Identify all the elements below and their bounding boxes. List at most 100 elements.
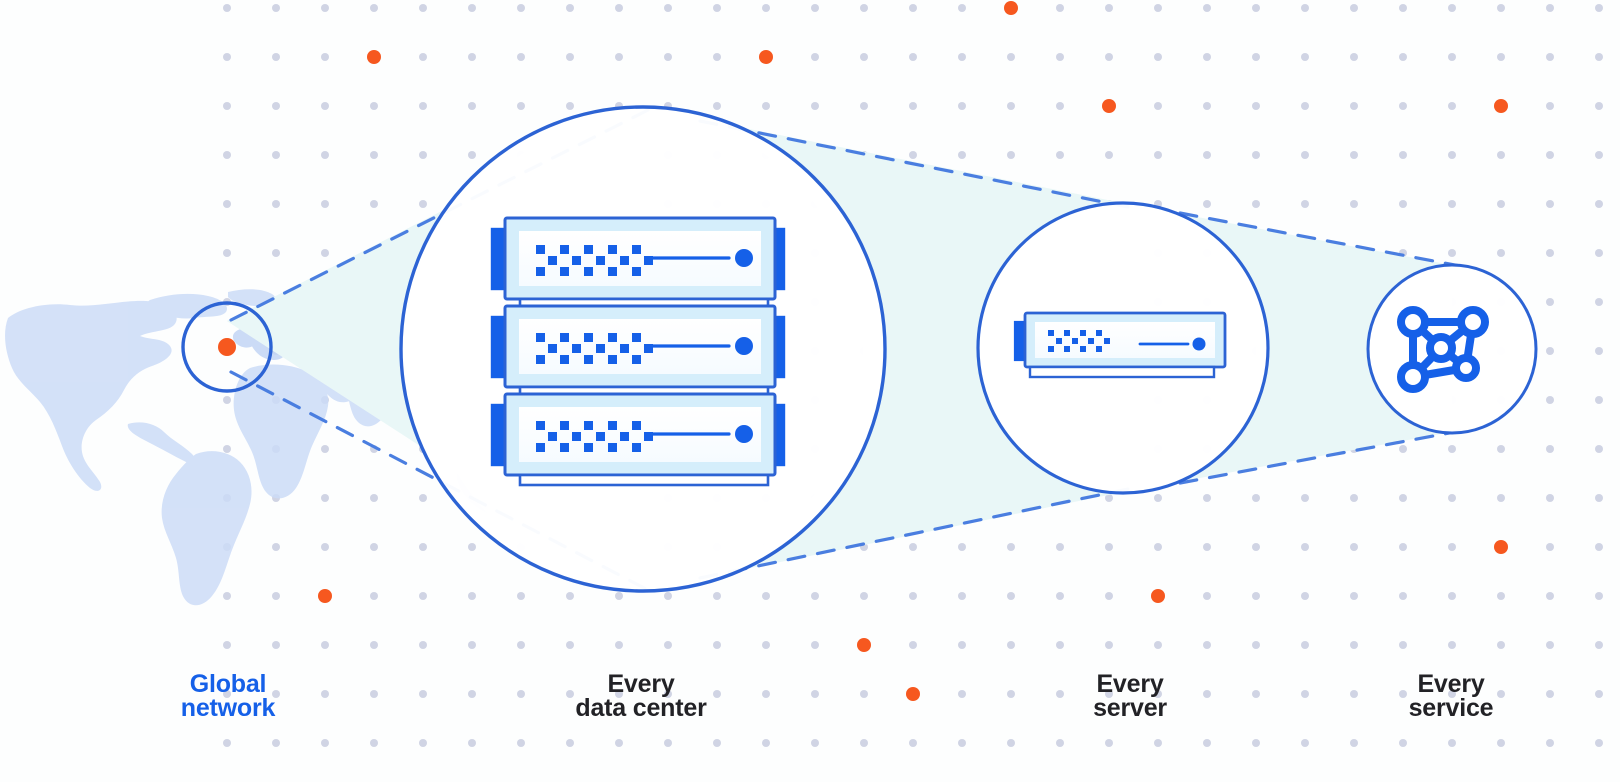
grid-dot	[566, 4, 574, 12]
grid-dot	[223, 53, 231, 61]
grid-dot	[370, 739, 378, 747]
grid-dot	[1497, 690, 1505, 698]
grid-dot	[468, 592, 476, 600]
grid-dot-accent	[318, 589, 332, 603]
grid-dot	[1546, 396, 1554, 404]
grid-dot	[1252, 739, 1260, 747]
grid-dot	[1448, 53, 1456, 61]
grid-dot	[1448, 200, 1456, 208]
server-unit-1	[490, 216, 786, 301]
grid-dot	[1105, 53, 1113, 61]
grid-dot	[1399, 53, 1407, 61]
grid-dot	[1056, 151, 1064, 159]
grid-dot	[762, 102, 770, 110]
grid-dot	[468, 4, 476, 12]
grid-dot	[1448, 102, 1456, 110]
grid-dot	[615, 690, 623, 698]
grid-dot	[1350, 641, 1358, 649]
grid-dot	[1399, 4, 1407, 12]
grid-dot	[517, 690, 525, 698]
grid-dot	[223, 151, 231, 159]
grid-dot	[1546, 4, 1554, 12]
grid-dot	[1595, 249, 1603, 257]
grid-dot	[1546, 102, 1554, 110]
grid-dot	[419, 592, 427, 600]
grid-dot	[713, 4, 721, 12]
grid-dot	[762, 690, 770, 698]
grid-dot	[419, 641, 427, 649]
grid-dot	[762, 739, 770, 747]
grid-dot	[909, 53, 917, 61]
grid-dot	[1252, 543, 1260, 551]
grid-dot	[370, 641, 378, 649]
grid-dot	[664, 592, 672, 600]
label-service-line2: service	[1409, 694, 1494, 722]
grid-dot	[1448, 543, 1456, 551]
grid-dot	[1546, 298, 1554, 306]
grid-dot	[615, 4, 623, 12]
grid-dot	[468, 102, 476, 110]
grid-dot	[223, 641, 231, 649]
grid-dot	[1497, 641, 1505, 649]
grid-dot	[1105, 494, 1113, 502]
grid-dot	[1252, 151, 1260, 159]
grid-dot-accent	[759, 50, 773, 64]
grid-dot	[1301, 592, 1309, 600]
grid-dot	[468, 151, 476, 159]
grid-dot	[1105, 151, 1113, 159]
grid-dot	[1448, 445, 1456, 453]
grid-dot	[958, 4, 966, 12]
grid-dot	[1448, 739, 1456, 747]
grid-dot	[1252, 494, 1260, 502]
grid-dot	[272, 592, 280, 600]
grid-dot	[517, 53, 525, 61]
grid-dot	[272, 102, 280, 110]
grid-dot	[321, 249, 329, 257]
vent-dots-1	[536, 245, 653, 276]
grid-dot	[272, 543, 280, 551]
grid-dot	[1448, 641, 1456, 649]
grid-dot	[321, 102, 329, 110]
grid-dot	[909, 102, 917, 110]
grid-dot	[1350, 200, 1358, 208]
grid-dot	[1007, 543, 1015, 551]
grid-dot	[713, 592, 721, 600]
grid-dot	[370, 102, 378, 110]
grid-dot	[1546, 347, 1554, 355]
grid-dot-accent	[367, 50, 381, 64]
label-data-center-line2: data center	[575, 694, 707, 722]
grid-dot	[762, 592, 770, 600]
grid-dot	[1595, 494, 1603, 502]
grid-dot	[517, 4, 525, 12]
grid-dot	[1497, 249, 1505, 257]
label-data-center-line1: Every	[607, 670, 674, 698]
grid-dot	[1203, 4, 1211, 12]
grid-dot	[1105, 543, 1113, 551]
grid-dot	[1203, 641, 1211, 649]
grid-dot	[1595, 4, 1603, 12]
grid-dot	[1546, 151, 1554, 159]
grid-dot	[370, 543, 378, 551]
grid-dot	[811, 592, 819, 600]
grid-dot	[1448, 690, 1456, 698]
grid-dot	[223, 249, 231, 257]
grid-dot	[958, 151, 966, 159]
grid-dot	[1546, 641, 1554, 649]
grid-dot	[321, 53, 329, 61]
grid-dot	[1203, 53, 1211, 61]
grid-dot	[1350, 592, 1358, 600]
grid-dot	[1252, 102, 1260, 110]
grid-dot	[468, 53, 476, 61]
grid-dot	[1252, 690, 1260, 698]
grid-dot	[1399, 690, 1407, 698]
grid-dot	[1203, 102, 1211, 110]
grid-dot	[1546, 690, 1554, 698]
grid-dot	[223, 445, 231, 453]
label-global-network-line2: network	[181, 694, 276, 722]
grid-dot	[1056, 690, 1064, 698]
network-node-2	[1457, 306, 1489, 338]
grid-dot	[1546, 543, 1554, 551]
grid-dot	[615, 641, 623, 649]
grid-dot	[860, 690, 868, 698]
grid-dot	[1448, 151, 1456, 159]
